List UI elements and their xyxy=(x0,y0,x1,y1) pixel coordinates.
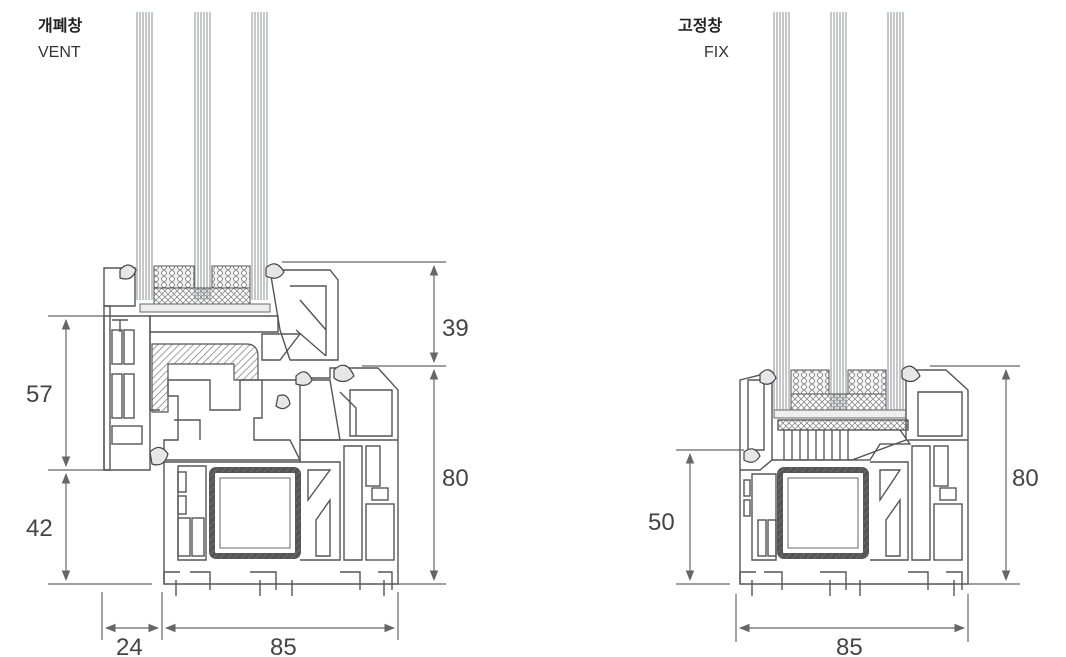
fix-spacer-insulation xyxy=(773,369,907,419)
vent-dim-85: 85 xyxy=(270,634,297,657)
vent-dimensions xyxy=(48,261,446,640)
vent-glass-pane-1 xyxy=(136,12,153,300)
fix-glass-pane-2 xyxy=(830,12,847,410)
vent-sash-reinforcement xyxy=(151,343,259,413)
vent-frame-profile xyxy=(163,367,399,596)
fix-title-english: FIX xyxy=(704,44,729,61)
vent-spacer-insulation xyxy=(139,265,271,313)
vent-title-english: VENT xyxy=(38,44,81,61)
fix-dim-80: 80 xyxy=(1012,465,1039,492)
fix-dim-85: 85 xyxy=(836,634,863,657)
fix-frame-profile xyxy=(739,369,969,596)
vent-dim-24: 24 xyxy=(116,634,143,657)
vent-sash-lower-profile xyxy=(163,379,341,461)
fix-title-korean: 고정창 xyxy=(678,16,723,35)
vent-dim-57: 57 xyxy=(26,381,53,408)
vent-glass-pane-3 xyxy=(251,12,268,300)
vent-title-korean: 개폐창 xyxy=(38,16,83,35)
fix-dimensions xyxy=(676,365,1020,642)
vent-dim-39: 39 xyxy=(442,315,469,342)
fix-glazing-bead xyxy=(777,419,912,461)
vent-sash-profile xyxy=(103,267,339,471)
fix-glass-pane-3 xyxy=(887,12,904,410)
vent-glass-pane-2 xyxy=(194,12,211,300)
fix-glass-pane-1 xyxy=(773,12,790,410)
vent-gaskets xyxy=(119,263,355,466)
fix-dim-50: 50 xyxy=(648,509,675,536)
vent-dim-80: 80 xyxy=(442,465,469,492)
vent-dim-42: 42 xyxy=(26,515,53,542)
fix-gaskets xyxy=(743,365,921,463)
vent-glass-panes xyxy=(136,12,268,300)
fix-glass-panes xyxy=(773,12,904,410)
